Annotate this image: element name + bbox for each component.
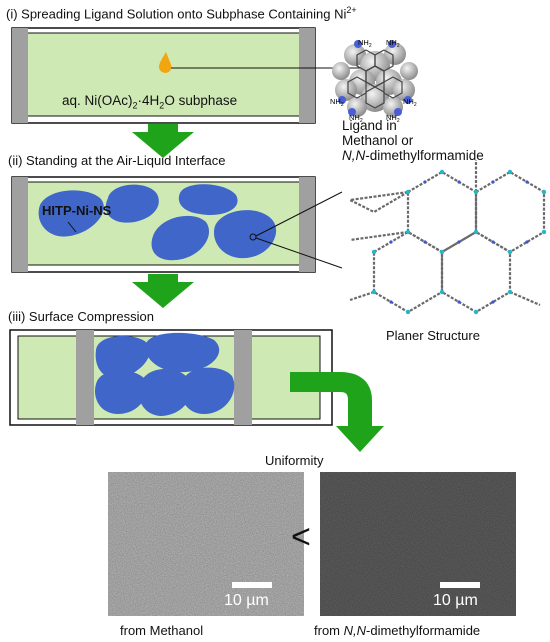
nanosheet <box>180 367 235 414</box>
arrow-down-2 <box>132 274 194 308</box>
uniformity-label: Uniformity <box>265 453 324 468</box>
framework-strand <box>346 190 409 214</box>
arrow-curved <box>290 372 384 452</box>
caption-methanol: from Methanol <box>120 623 204 638</box>
ligand-molecule: NH2 NH2 NH2 NH2 NH2 NH2 <box>330 38 418 124</box>
ligand-droplet <box>159 52 172 73</box>
ligand-nh2-label: NH2 <box>358 38 372 49</box>
trough-step-1 <box>11 27 372 124</box>
scale-bar <box>440 582 480 588</box>
framework-pore <box>440 230 512 314</box>
scale-label-methanol: 10 µm <box>224 592 269 609</box>
barrier-left <box>76 330 94 425</box>
barrier-right <box>299 28 315 123</box>
nanosheet <box>213 210 277 259</box>
ligand-nh2-label: NH2 <box>349 113 363 124</box>
caption-dmf: from N,N-dimethylformamide <box>314 623 481 638</box>
less-than-symbol: < <box>291 518 311 556</box>
framework-metal-nodes <box>371 169 547 315</box>
nanosheet <box>105 184 159 223</box>
trough-step-2 <box>11 176 343 273</box>
nanosheet <box>151 215 210 261</box>
nanosheet <box>138 368 192 416</box>
zoom-line-lower <box>255 237 343 269</box>
ligand-nh2-label: NH2 <box>403 97 417 108</box>
sem-image-dmf <box>320 472 516 616</box>
framework-strand <box>349 230 409 242</box>
nanosheet <box>145 332 220 373</box>
barrier-left <box>12 28 28 123</box>
arrow-down-1 <box>132 124 194 158</box>
nanosheet-label: HITP-Ni-NS <box>42 203 112 218</box>
barrier-left <box>12 177 28 272</box>
framework-pore <box>406 170 478 254</box>
zoom-origin-marker <box>249 233 257 241</box>
framework-pore <box>474 170 546 254</box>
ligand-nh2-label: NH2 <box>386 38 400 49</box>
step-3-title: (iii) Surface Compression <box>8 309 154 324</box>
barrier-right <box>234 330 252 425</box>
framework-n-atoms <box>389 180 529 304</box>
framework-pore <box>372 230 444 314</box>
nanosheet-leader-line <box>67 221 77 233</box>
step-2-title: (ii) Standing at the Air-Liquid Interfac… <box>8 153 226 168</box>
trough-step-3 <box>9 329 333 426</box>
nanosheet <box>95 335 150 379</box>
planer-structure-label: Planer Structure <box>386 328 480 343</box>
zoom-line-upper <box>255 191 343 237</box>
barrier-right <box>299 177 315 272</box>
nanosheet <box>38 190 104 237</box>
scale-label-dmf: 10 µm <box>433 592 478 609</box>
planer-framework <box>346 160 546 314</box>
scale-bar <box>232 582 272 588</box>
framework-strand <box>509 290 541 307</box>
ligand-nh2-label: NH2 <box>330 97 344 108</box>
framework-strand <box>349 290 375 302</box>
step-1-title: (i) Spreading Ligand Solution onto Subph… <box>6 5 357 22</box>
subphase-label: aq. Ni(OAc)2·4H2O subphase <box>62 93 238 111</box>
nanosheet <box>178 184 238 216</box>
ligand-solution-label: Ligand in Methanol or N,N-dimethylformam… <box>342 118 484 163</box>
nanosheet <box>94 370 148 414</box>
ligand-nh2-label: NH2 <box>386 113 400 124</box>
sem-image-methanol <box>108 472 304 616</box>
